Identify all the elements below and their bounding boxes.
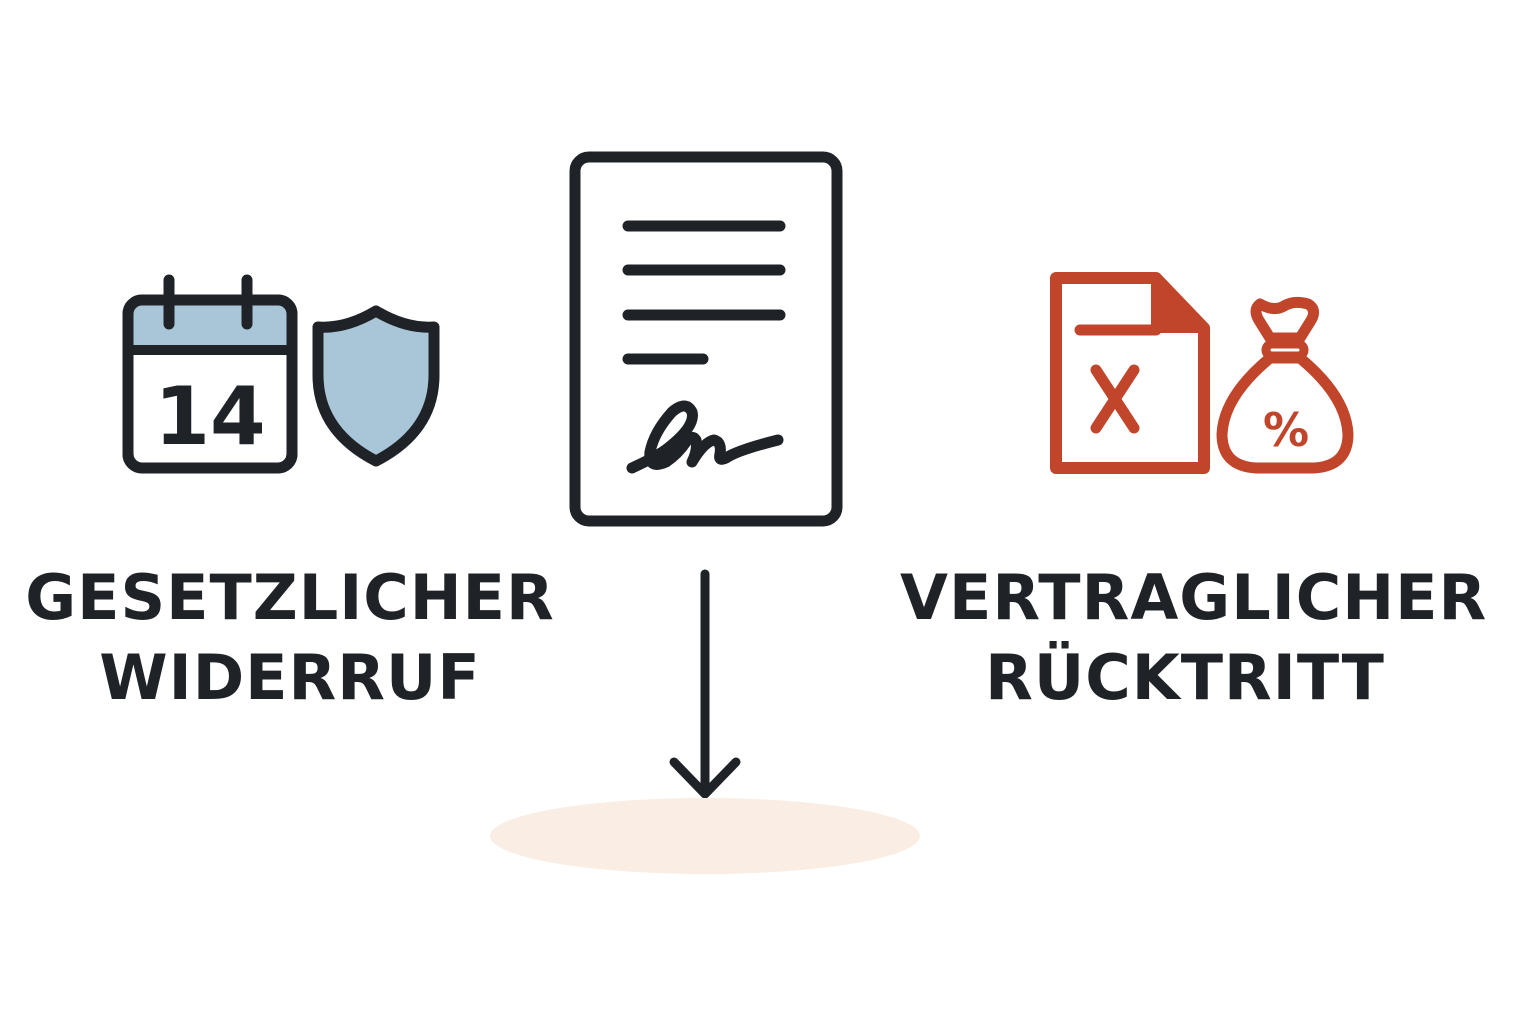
percent-symbol: %	[1263, 403, 1309, 457]
label-left-line-1: GESETZLICHER	[25, 561, 555, 634]
money-bag-percent-icon: %	[1214, 288, 1356, 474]
label-gesetzlicher-widerruf: GESETZLICHER WIDERRUF	[20, 558, 560, 718]
calendar-day-number: 14	[154, 370, 265, 463]
shield-icon	[310, 305, 442, 467]
down-arrow-icon	[668, 568, 742, 802]
signed-document-icon	[568, 150, 844, 528]
label-right-line-2: RÜCKTRITT	[985, 641, 1385, 714]
cancelled-file-icon	[1044, 270, 1212, 480]
target-ellipse	[488, 796, 922, 876]
calendar-icon: 14	[122, 274, 298, 474]
label-left-line-2: WIDERRUF	[99, 641, 481, 714]
label-vertraglicher-ruecktritt: VERTRAGLICHER RÜCKTRITT	[900, 558, 1488, 718]
label-right-line-1: VERTRAGLICHER	[900, 561, 1488, 634]
